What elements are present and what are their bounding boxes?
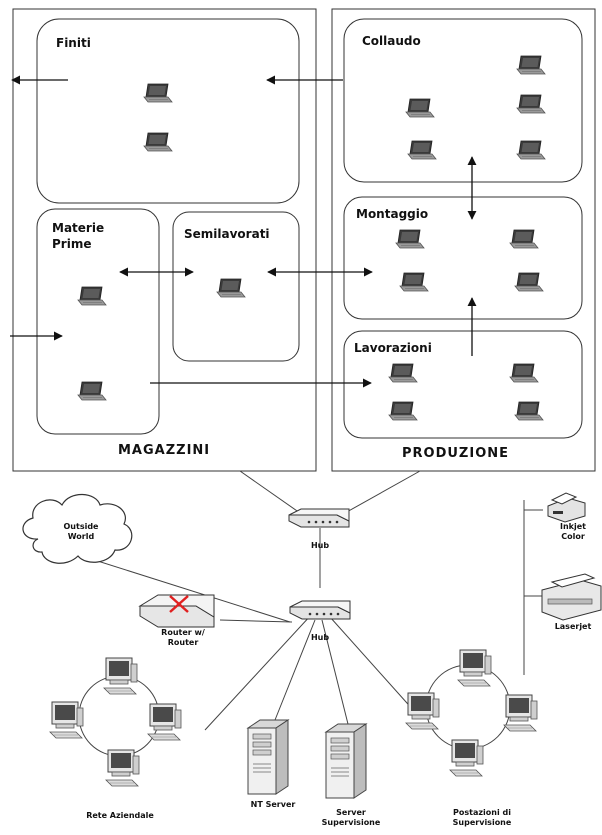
workstation-icon <box>103 657 138 695</box>
laptop-icon <box>509 363 539 383</box>
zone-label-collaudo: Collaudo <box>362 34 421 48</box>
laptop-icon <box>395 229 425 249</box>
laptop-icon <box>509 229 539 249</box>
laptop-icon <box>516 140 546 160</box>
laptop-icon <box>143 83 173 103</box>
workstation-icon <box>49 701 84 739</box>
hub-bottom-label: Hub <box>310 633 330 642</box>
group-label-produzione: PRODUZIONE <box>402 446 510 461</box>
group-label-magazzini: MAGAZZINI <box>118 443 211 458</box>
workstation-icon <box>503 694 538 732</box>
workstation-icon <box>105 749 140 787</box>
workstation-icon <box>405 692 440 730</box>
laptop-icon <box>216 278 246 298</box>
laptop-icon <box>516 94 546 114</box>
zone-label-finiti: Finiti <box>56 36 91 50</box>
cloud-icon <box>22 493 133 564</box>
laptop-icon <box>514 401 544 421</box>
server-icon <box>325 723 367 799</box>
server-supervisione-label: Server Supervisione <box>321 808 381 827</box>
nt-server-label: NT Server <box>250 800 296 809</box>
hub-icon <box>288 508 350 528</box>
workstation-icon <box>449 739 484 777</box>
hub-top-label: Hub <box>310 541 330 550</box>
hub-icon <box>289 600 351 620</box>
workstation-icon <box>457 649 492 687</box>
printer-icon <box>547 492 586 523</box>
laptop-icon <box>143 132 173 152</box>
laptop-icon <box>405 98 435 118</box>
router-icon <box>138 594 215 628</box>
network-links <box>84 470 543 731</box>
zone-label-lavorazioni: Lavorazioni <box>354 341 432 355</box>
zone-label-materie-prime: Materie Prime <box>52 221 105 251</box>
laptop-icon <box>399 272 429 292</box>
zone-collaudo <box>343 18 583 183</box>
laptop-icon <box>388 363 418 383</box>
rete-aziendale-label: Rete Aziendale <box>86 811 154 820</box>
inkjet-label: Inkjet Color <box>560 522 586 541</box>
zone-semilavorati <box>172 211 300 362</box>
laptop-icon <box>514 272 544 292</box>
zone-lavorazioni <box>343 330 583 439</box>
laptop-icon <box>516 55 546 75</box>
postazioni-label: Postazioni di Supervisione <box>452 808 512 827</box>
laserjet-label: Laserjet <box>554 622 592 631</box>
laptop-icon <box>77 381 107 401</box>
outside-world-label: Outside World <box>63 522 99 541</box>
zone-label-montaggio: Montaggio <box>356 207 429 221</box>
laptop-icon <box>388 401 418 421</box>
laptop-icon <box>407 140 437 160</box>
router-label: Router w/ Router <box>161 628 205 647</box>
zone-finiti <box>36 18 300 204</box>
zone-label-semilavorati: Semilavorati <box>184 227 270 241</box>
produzione-frame <box>331 8 596 472</box>
laptop-icon <box>77 286 107 306</box>
server-icon <box>247 719 289 795</box>
zone-montaggio <box>343 196 583 320</box>
printer-icon <box>541 573 602 621</box>
zone-materie-prime <box>36 208 160 435</box>
magazzini-frame <box>12 8 317 472</box>
workstation-icon <box>147 703 182 741</box>
